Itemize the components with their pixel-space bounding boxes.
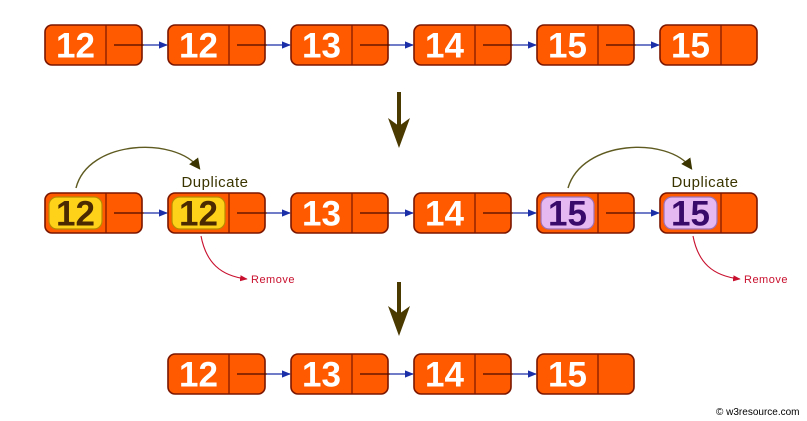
list-node: 12: [44, 192, 168, 234]
credit-text: © w3resource.com: [716, 407, 800, 418]
node-box: [536, 353, 635, 395]
node-value: 12: [179, 356, 218, 395]
duplicate-highlight: [540, 196, 595, 230]
curved-arrow-icon: [75, 146, 201, 189]
node-value: 12: [56, 27, 95, 66]
list-node: 15: [659, 24, 758, 66]
list-node: 15: [536, 24, 660, 66]
node-value: 13: [302, 195, 341, 234]
node-value: 15: [548, 356, 587, 395]
duplicate-highlight: [48, 196, 103, 230]
node-value: 15: [548, 27, 587, 66]
list-node: 13: [290, 353, 414, 395]
node-value: 13: [302, 27, 341, 66]
row-duplicates-marked: 12 12 13 14 15 15: [44, 192, 758, 234]
remove-label: Remove: [744, 274, 788, 286]
list-node: 12: [167, 353, 291, 395]
row-original: 12 12 13 14 15 15: [44, 24, 758, 66]
list-node: 14: [413, 192, 537, 234]
list-node: 13: [290, 192, 414, 234]
node-value: 12: [179, 27, 218, 66]
duplicate-highlight: [171, 196, 226, 230]
node-value: 15: [671, 27, 710, 66]
duplicate-highlight: [663, 196, 718, 230]
list-node: 12: [167, 192, 291, 234]
duplicate-label: Duplicate: [671, 174, 738, 191]
list-node: 15: [536, 353, 635, 395]
remove-arrow-icon: [200, 235, 248, 282]
list-node: 14: [413, 24, 537, 66]
node-value: 14: [425, 195, 464, 234]
duplicate-label: Duplicate: [181, 174, 248, 191]
node-value: 13: [302, 356, 341, 395]
remove-label: Remove: [251, 274, 295, 286]
list-node: 15: [536, 192, 660, 234]
down-arrow-icon: [388, 282, 410, 336]
node-value: 14: [425, 27, 464, 66]
node-value: 12: [56, 195, 95, 234]
list-node: 12: [167, 24, 291, 66]
node-value: 14: [425, 356, 464, 395]
list-node: 14: [413, 353, 537, 395]
row-result: 12 13 14 15: [167, 353, 635, 395]
curved-arrow-icon: [567, 146, 693, 189]
down-arrow-icon: [388, 92, 410, 148]
node-value: 15: [671, 195, 710, 234]
node-box: [659, 24, 758, 66]
list-node: 15: [659, 192, 758, 234]
remove-arrow-icon: [692, 235, 741, 282]
node-value: 12: [179, 195, 218, 234]
list-node: 12: [44, 24, 168, 66]
list-node: 13: [290, 24, 414, 66]
node-value: 15: [548, 195, 587, 234]
